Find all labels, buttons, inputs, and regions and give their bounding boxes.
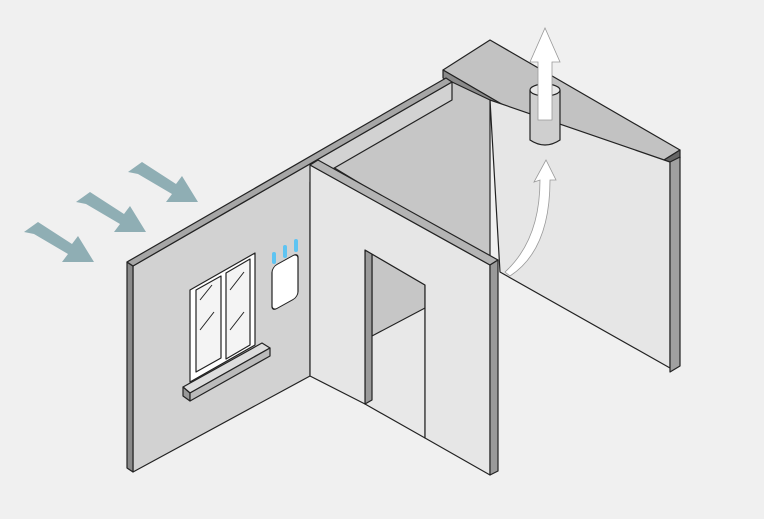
- window: [182, 252, 271, 402]
- wind-arrow-icon: [128, 162, 198, 202]
- airflow-curve-arrow-icon: [504, 159, 557, 277]
- airflow-exit-arrow-icon: [529, 27, 561, 121]
- right-wall-edge: [669, 156, 681, 373]
- interior-wall: [309, 159, 499, 476]
- doorway-reveal: [364, 249, 373, 405]
- sensor-unit: [271, 254, 299, 310]
- sensor-signal-icon: [272, 239, 298, 264]
- wind-arrows: [24, 162, 198, 262]
- wind-arrow-icon: [24, 222, 94, 262]
- wind-arrow-icon: [76, 192, 146, 232]
